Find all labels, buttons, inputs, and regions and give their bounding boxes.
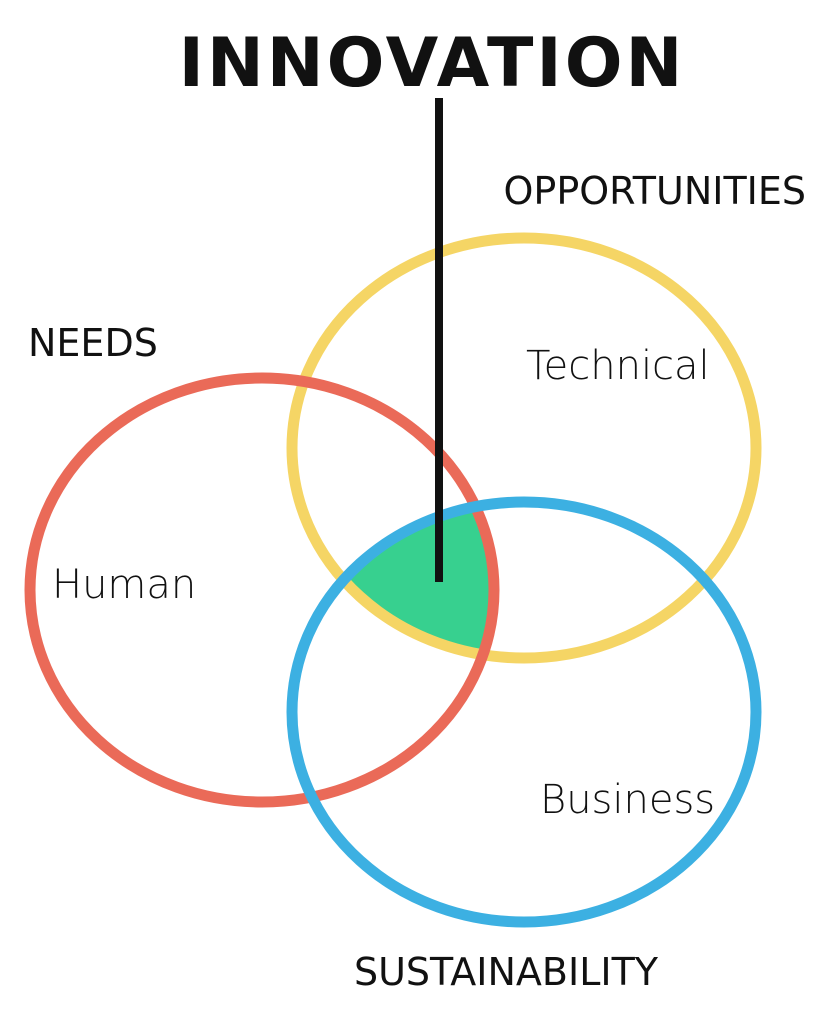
intersection-clip-human (292, 502, 494, 658)
technical-circle (286, 232, 762, 664)
heading-needs: NEEDS (28, 321, 158, 365)
heading-sustainability: SUSTAINABILITY (354, 950, 659, 994)
title-innovation: INNOVATION (179, 24, 686, 103)
innovation-intersection (292, 502, 494, 658)
label-technical: Technical (526, 343, 710, 389)
label-human: Human (52, 562, 196, 608)
label-business: Business (540, 777, 715, 823)
human-circle (24, 372, 500, 808)
intersection-clip-technical (292, 502, 494, 658)
business-circle (286, 496, 762, 928)
heading-opportunities: OPPORTUNITIES (504, 169, 807, 213)
